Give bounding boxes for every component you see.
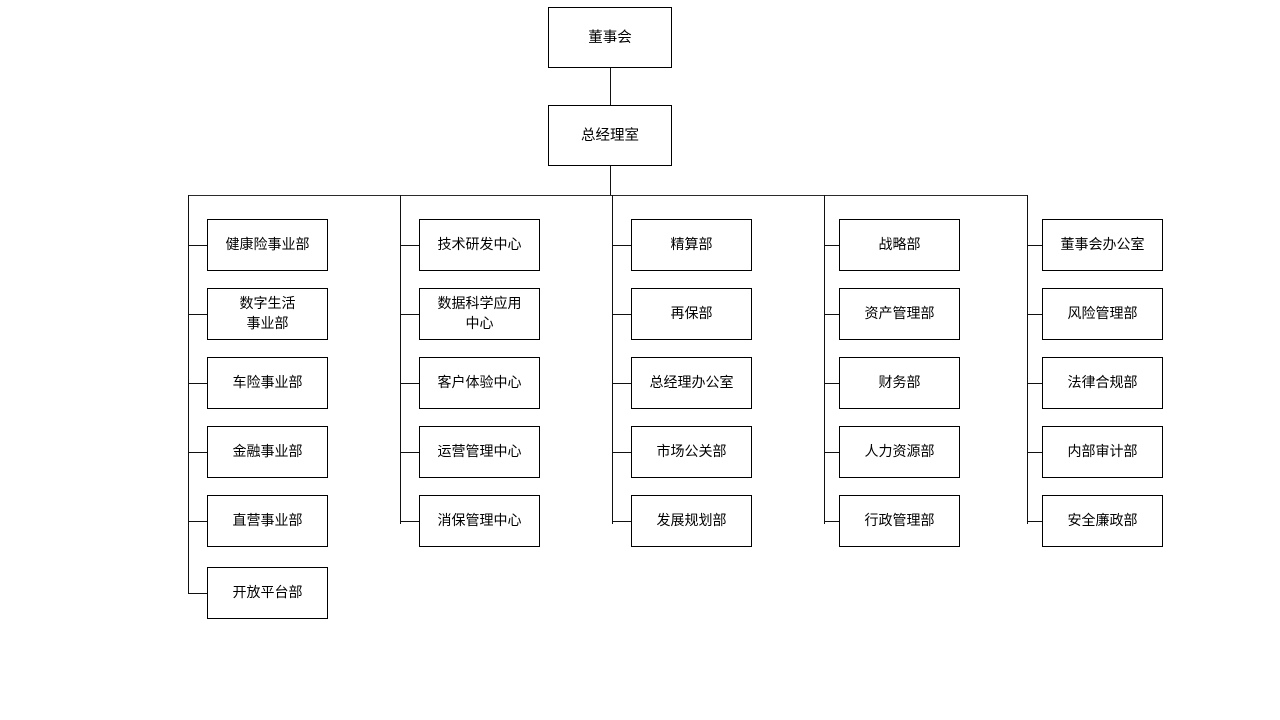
node-label: 再保部 [670, 306, 713, 322]
node-c5-r4[interactable]: 内部审计部 [1042, 426, 1163, 478]
node-label: 车险事业部 [232, 375, 303, 391]
node-label: 数字生活 事业部 [239, 296, 296, 332]
node-label: 法律合规部 [1067, 375, 1138, 391]
connector-stub-c4-r4 [824, 452, 839, 453]
connector-gm-drop [610, 166, 611, 196]
node-c2-r5[interactable]: 消保管理中心 [419, 495, 540, 547]
node-c5-r1[interactable]: 董事会办公室 [1042, 219, 1163, 271]
node-c1-r4[interactable]: 金融事业部 [207, 426, 328, 478]
node-label: 总经理办公室 [649, 375, 734, 391]
node-c4-r5[interactable]: 行政管理部 [839, 495, 960, 547]
node-label: 内部审计部 [1067, 444, 1138, 460]
connector-stub-c3-r1 [612, 245, 631, 246]
connector-stub-c2-r4 [400, 452, 419, 453]
node-c2-r2[interactable]: 数据科学应用 中心 [419, 288, 540, 340]
connector-stub-c5-r5 [1027, 521, 1042, 522]
node-c1-r2[interactable]: 数字生活 事业部 [207, 288, 328, 340]
connector-stub-c5-r3 [1027, 383, 1042, 384]
node-c1-r3[interactable]: 车险事业部 [207, 357, 328, 409]
connector-stub-c5-r4 [1027, 452, 1042, 453]
connector-horizontal-bus [188, 195, 1028, 196]
node-label: 市场公关部 [656, 444, 727, 460]
node-c4-r2[interactable]: 资产管理部 [839, 288, 960, 340]
connector-stub-c5-r2 [1027, 314, 1042, 315]
node-label: 财务部 [878, 375, 921, 391]
node-label: 运营管理中心 [437, 444, 522, 460]
node-label: 行政管理部 [864, 513, 935, 529]
node-c4-r3[interactable]: 财务部 [839, 357, 960, 409]
node-label: 董事会 [588, 29, 632, 46]
node-board-of-directors[interactable]: 董事会 [548, 7, 672, 68]
node-c3-r2[interactable]: 再保部 [631, 288, 752, 340]
connector-spine-column-4 [824, 195, 825, 524]
node-c3-r1[interactable]: 精算部 [631, 219, 752, 271]
connector-stub-c3-r3 [612, 383, 631, 384]
node-label: 开放平台部 [232, 585, 303, 601]
node-c5-r5[interactable]: 安全廉政部 [1042, 495, 1163, 547]
connector-stub-c4-r2 [824, 314, 839, 315]
node-label: 客户体验中心 [437, 375, 522, 391]
connector-stub-c2-r3 [400, 383, 419, 384]
node-c1-r1[interactable]: 健康险事业部 [207, 219, 328, 271]
node-c1-r5[interactable]: 直营事业部 [207, 495, 328, 547]
node-label: 风险管理部 [1067, 306, 1138, 322]
node-general-manager-office[interactable]: 总经理室 [548, 105, 672, 166]
node-c4-r4[interactable]: 人力资源部 [839, 426, 960, 478]
node-label: 数据科学应用 中心 [437, 296, 522, 332]
connector-stub-c4-r5 [824, 521, 839, 522]
node-c2-r1[interactable]: 技术研发中心 [419, 219, 540, 271]
connector-stub-c1-r5 [188, 521, 207, 522]
node-c4-r1[interactable]: 战略部 [839, 219, 960, 271]
node-label: 战略部 [878, 237, 921, 253]
node-c2-r3[interactable]: 客户体验中心 [419, 357, 540, 409]
node-c1-r6[interactable]: 开放平台部 [207, 567, 328, 619]
connector-stub-c1-r4 [188, 452, 207, 453]
node-c3-r4[interactable]: 市场公关部 [631, 426, 752, 478]
node-label: 金融事业部 [232, 444, 303, 460]
node-label: 消保管理中心 [437, 513, 522, 529]
connector-stub-c1-r2 [188, 314, 207, 315]
connector-spine-column-5 [1027, 195, 1028, 524]
connector-stub-c2-r2 [400, 314, 419, 315]
node-label: 发展规划部 [656, 513, 727, 529]
node-label: 总经理室 [581, 127, 639, 144]
connector-stub-c3-r5 [612, 521, 631, 522]
connector-stub-c4-r1 [824, 245, 839, 246]
connector-board-to-gm [610, 68, 611, 105]
connector-stub-c2-r1 [400, 245, 419, 246]
node-c2-r4[interactable]: 运营管理中心 [419, 426, 540, 478]
connector-stub-c2-r5 [400, 521, 419, 522]
connector-spine-column-1 [188, 195, 189, 593]
connector-stub-c1-r1 [188, 245, 207, 246]
node-label: 人力资源部 [864, 444, 935, 460]
node-c3-r5[interactable]: 发展规划部 [631, 495, 752, 547]
node-c5-r3[interactable]: 法律合规部 [1042, 357, 1163, 409]
connector-spine-column-2 [400, 195, 401, 524]
node-label: 安全廉政部 [1067, 513, 1138, 529]
node-label: 技术研发中心 [437, 237, 522, 253]
connector-stub-c1-r3 [188, 383, 207, 384]
node-label: 资产管理部 [864, 306, 935, 322]
connector-stub-c3-r4 [612, 452, 631, 453]
node-label: 健康险事业部 [225, 237, 310, 253]
node-c5-r2[interactable]: 风险管理部 [1042, 288, 1163, 340]
node-c3-r3[interactable]: 总经理办公室 [631, 357, 752, 409]
node-label: 董事会办公室 [1060, 237, 1145, 253]
connector-stub-c5-r1 [1027, 245, 1042, 246]
connector-spine-column-3 [612, 195, 613, 524]
connector-stub-c3-r2 [612, 314, 631, 315]
connector-stub-c4-r3 [824, 383, 839, 384]
connector-stub-c1-r6 [188, 593, 207, 594]
node-label: 直营事业部 [232, 513, 303, 529]
node-label: 精算部 [670, 237, 713, 253]
